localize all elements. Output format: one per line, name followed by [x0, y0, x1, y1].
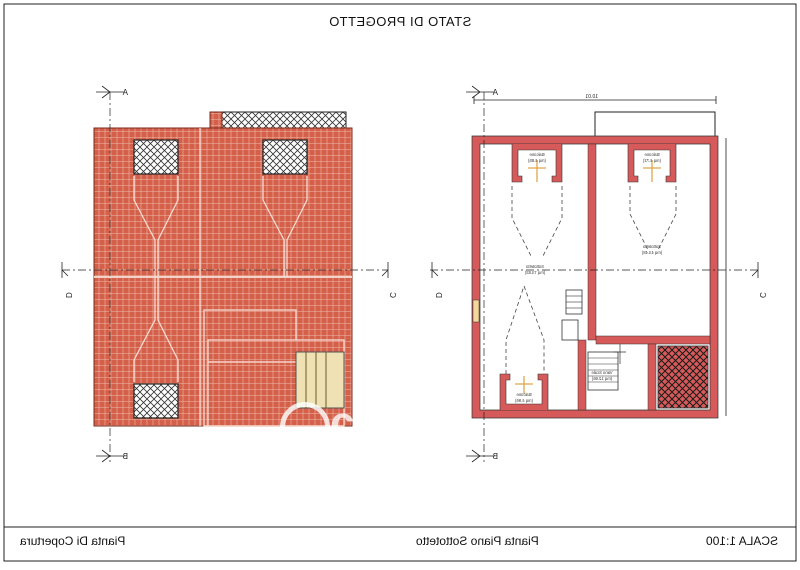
- marker-c-right: C: [758, 292, 767, 298]
- room-stair-name: Vano Scale: [591, 370, 613, 375]
- watermark-logo: casa: [330, 398, 432, 447]
- caption-attic-plan: Pianta Piano Sottotetto: [416, 534, 539, 548]
- marker-b-right: B: [493, 452, 498, 461]
- room-attic-left-name: Sottotetto: [525, 264, 544, 269]
- skylight-top-right: [262, 139, 308, 175]
- roof-terrace-hatch: [221, 111, 347, 129]
- stair-opening: [295, 351, 345, 409]
- caption-scale: SCALA 1:100: [706, 534, 779, 548]
- room-balcony-bl-area: (mq 4.96): [514, 398, 533, 403]
- marker-d-left: D: [64, 292, 73, 298]
- stair-lower: [587, 351, 619, 391]
- roof-plan: [93, 111, 353, 427]
- room-balcony-tr-area: (mq 4.72): [642, 158, 661, 163]
- shaft-hatch: [657, 345, 709, 409]
- room-attic-left-area: (mq 74.83): [524, 270, 545, 275]
- room-attic-right-area: (mq 44.48): [641, 250, 662, 255]
- room-balcony-bl-name: Balcone: [516, 392, 532, 397]
- sheet-border: [3, 3, 797, 562]
- terrace-outline: [594, 111, 716, 139]
- room-balcony-tr-name: Balcone: [644, 152, 660, 157]
- attic-plan: [471, 96, 727, 419]
- skylight-bottom: [133, 383, 179, 419]
- sheet-title: STATO DI PROGETTO: [328, 14, 472, 29]
- room-balcony-tl-name: Balcone: [529, 152, 545, 157]
- section-lines-right: [430, 92, 760, 462]
- marker-a-right: A: [492, 88, 498, 97]
- skylight-top-left: [133, 139, 179, 175]
- caption-roof-plan: Pianta Di Copertura: [20, 534, 126, 548]
- marker-b-left: B: [123, 452, 128, 461]
- section-lines-left: [62, 92, 388, 462]
- room-stair-area: (mq 12.66): [591, 376, 612, 381]
- dimension-top-text: 10.01: [585, 94, 598, 100]
- room-balcony-tl-area: (mq 4.85): [527, 158, 546, 163]
- watermark-logo-ring: [280, 402, 330, 452]
- marker-c-left: C: [388, 292, 397, 298]
- marker-a-left: A: [122, 88, 128, 97]
- marker-d-right: D: [434, 292, 443, 298]
- room-attic-right-name: Sottotetto: [642, 244, 661, 249]
